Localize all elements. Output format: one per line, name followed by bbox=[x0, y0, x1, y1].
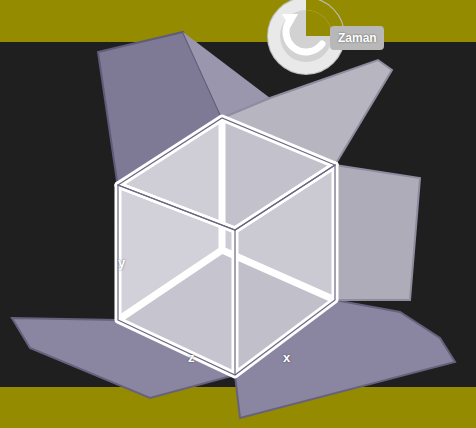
right-flap bbox=[335, 165, 420, 300]
icon-caption: Zaman bbox=[338, 32, 377, 44]
top-band bbox=[0, 0, 476, 42]
axis-label: z bbox=[188, 351, 195, 364]
axis-label: x bbox=[283, 351, 290, 364]
cube-frame bbox=[118, 118, 335, 375]
axis-label: y bbox=[118, 256, 125, 269]
cube-frame-outline bbox=[118, 118, 335, 375]
time-icon bbox=[268, 0, 384, 74]
